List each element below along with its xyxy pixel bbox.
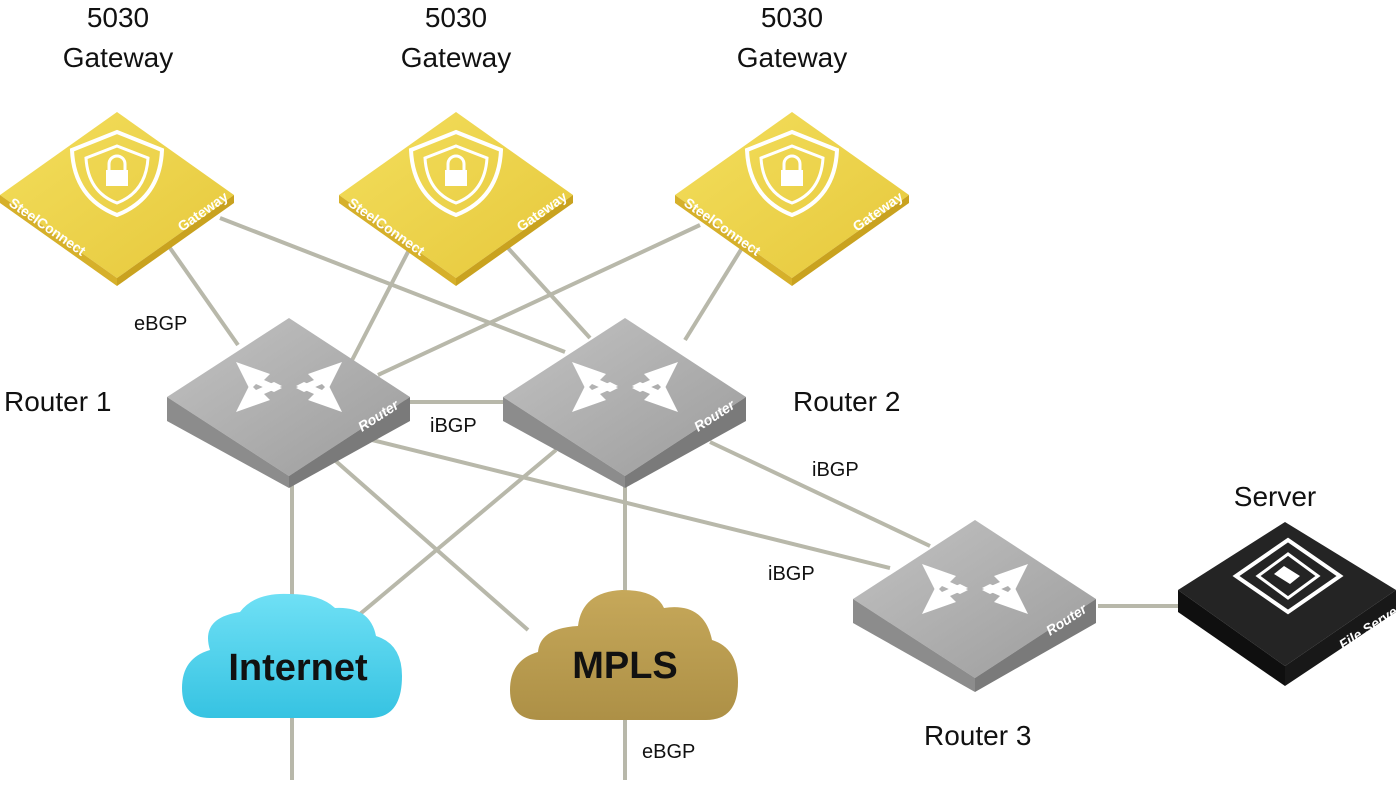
internet-cloud: Internet (182, 593, 402, 718)
link-router2-internet (358, 448, 558, 616)
shield-lock-icon (408, 129, 504, 218)
ebgp-mpls-label: eBGP (642, 741, 695, 763)
internet-label: Internet (228, 647, 368, 689)
gateway-name-label: Gateway (63, 42, 174, 73)
gateway-device: SteelConnect Gateway (675, 112, 909, 286)
router-device: Router (503, 318, 746, 488)
gateway-model-label: 5030 (87, 2, 149, 33)
folder-icon (1232, 537, 1344, 615)
link-gw2-router2 (506, 246, 592, 340)
ibgp-r1-r2-label: iBGP (430, 415, 477, 437)
router-device: Router (167, 318, 410, 488)
server-title: Server (1234, 481, 1316, 512)
router-arrows-icon (572, 362, 678, 412)
link-gw3-router1 (377, 223, 701, 377)
mpls-label: MPLS (572, 645, 678, 687)
link-gw2-router1 (346, 247, 412, 369)
link-gw1-router1 (168, 246, 240, 347)
link-router1-router3 (371, 438, 891, 570)
router-2-title: Router 2 (793, 386, 900, 417)
gateway-name-label: Gateway (401, 42, 512, 73)
gateway-name-label: Gateway (737, 42, 848, 73)
connections (168, 216, 1182, 780)
shield-lock-icon (744, 129, 840, 218)
router-device: Router (853, 520, 1096, 692)
link-router1-mpls (328, 454, 530, 632)
gateway-model-label: 5030 (761, 2, 823, 33)
gateway-device: SteelConnect Gateway (0, 112, 234, 286)
router-arrows-icon (236, 362, 342, 412)
link-gw3-router2 (683, 246, 744, 342)
gateway-device: SteelConnect Gateway (339, 112, 573, 286)
ibgp-r1-r3-label: iBGP (768, 563, 815, 585)
router-1-title: Router 1 (4, 386, 111, 417)
file-server-device: File Server (1178, 522, 1398, 686)
gateway-titles: 5030 Gateway 5030 Gateway 5030 Gateway (63, 2, 848, 73)
ebgp-gateway-label: eBGP (134, 313, 187, 335)
link-router2-router3 (709, 440, 931, 548)
router-3-title: Router 3 (924, 720, 1031, 751)
ibgp-r2-r3-label: iBGP (812, 459, 859, 481)
router-arrows-icon (922, 564, 1028, 614)
mpls-cloud: MPLS (510, 590, 738, 720)
gateway-model-label: 5030 (425, 2, 487, 33)
shield-lock-icon (69, 129, 165, 218)
